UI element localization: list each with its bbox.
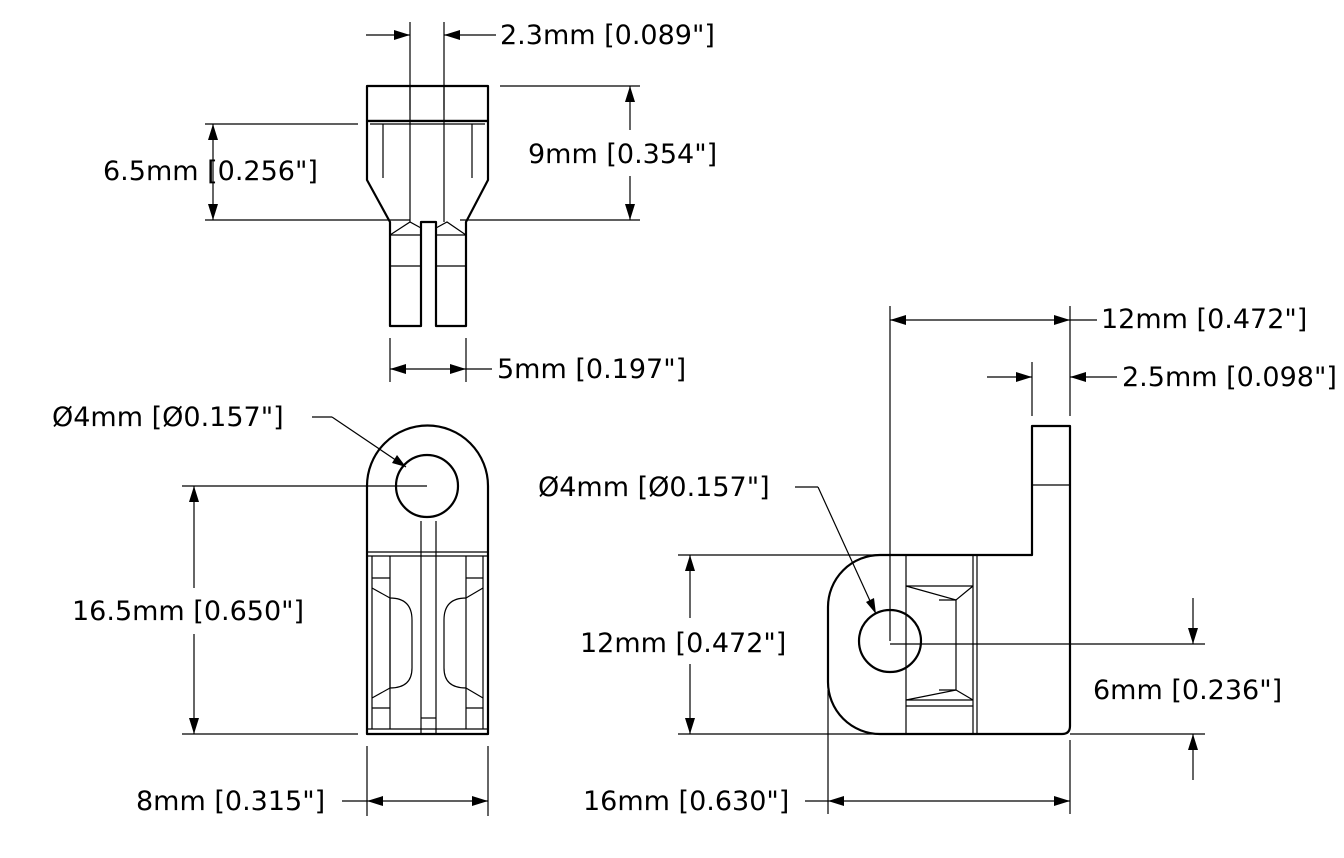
top-view [365, 84, 490, 328]
dim-side-tab-thickness: 2.5mm [0.098"] [1122, 362, 1337, 393]
dim-top-head-height: 6.5mm [0.256"] [103, 156, 318, 187]
dim-side-length: 16mm [0.630"] [583, 786, 789, 817]
dim-front-height: 16.5mm [0.650"] [72, 596, 304, 627]
front-view-dimensions [182, 416, 489, 816]
dim-side-hole-offset: 6mm [0.236"] [1093, 675, 1282, 706]
front-view [365, 424, 490, 736]
dim-side-overall-width: 12mm [0.472"] [1101, 304, 1307, 335]
side-view-dimensions [678, 306, 1205, 814]
dim-top-prong-span: 5mm [0.197"] [497, 354, 686, 385]
dim-top-height: 9mm [0.354"] [528, 139, 717, 170]
dim-front-width: 8mm [0.315"] [136, 786, 325, 817]
dim-side-height: 12mm [0.472"] [580, 628, 786, 659]
dim-front-hole-dia: Ø4mm [Ø0.157"] [52, 402, 284, 433]
top-view-dimensions [205, 22, 640, 382]
dim-side-hole-dia: Ø4mm [Ø0.157"] [538, 472, 770, 503]
dimension-labels: 2.3mm [0.089"] 9mm [0.354"] 6.5mm [0.256… [52, 20, 1337, 817]
side-view [826, 424, 1072, 736]
dim-top-slot-width: 2.3mm [0.089"] [500, 20, 715, 51]
